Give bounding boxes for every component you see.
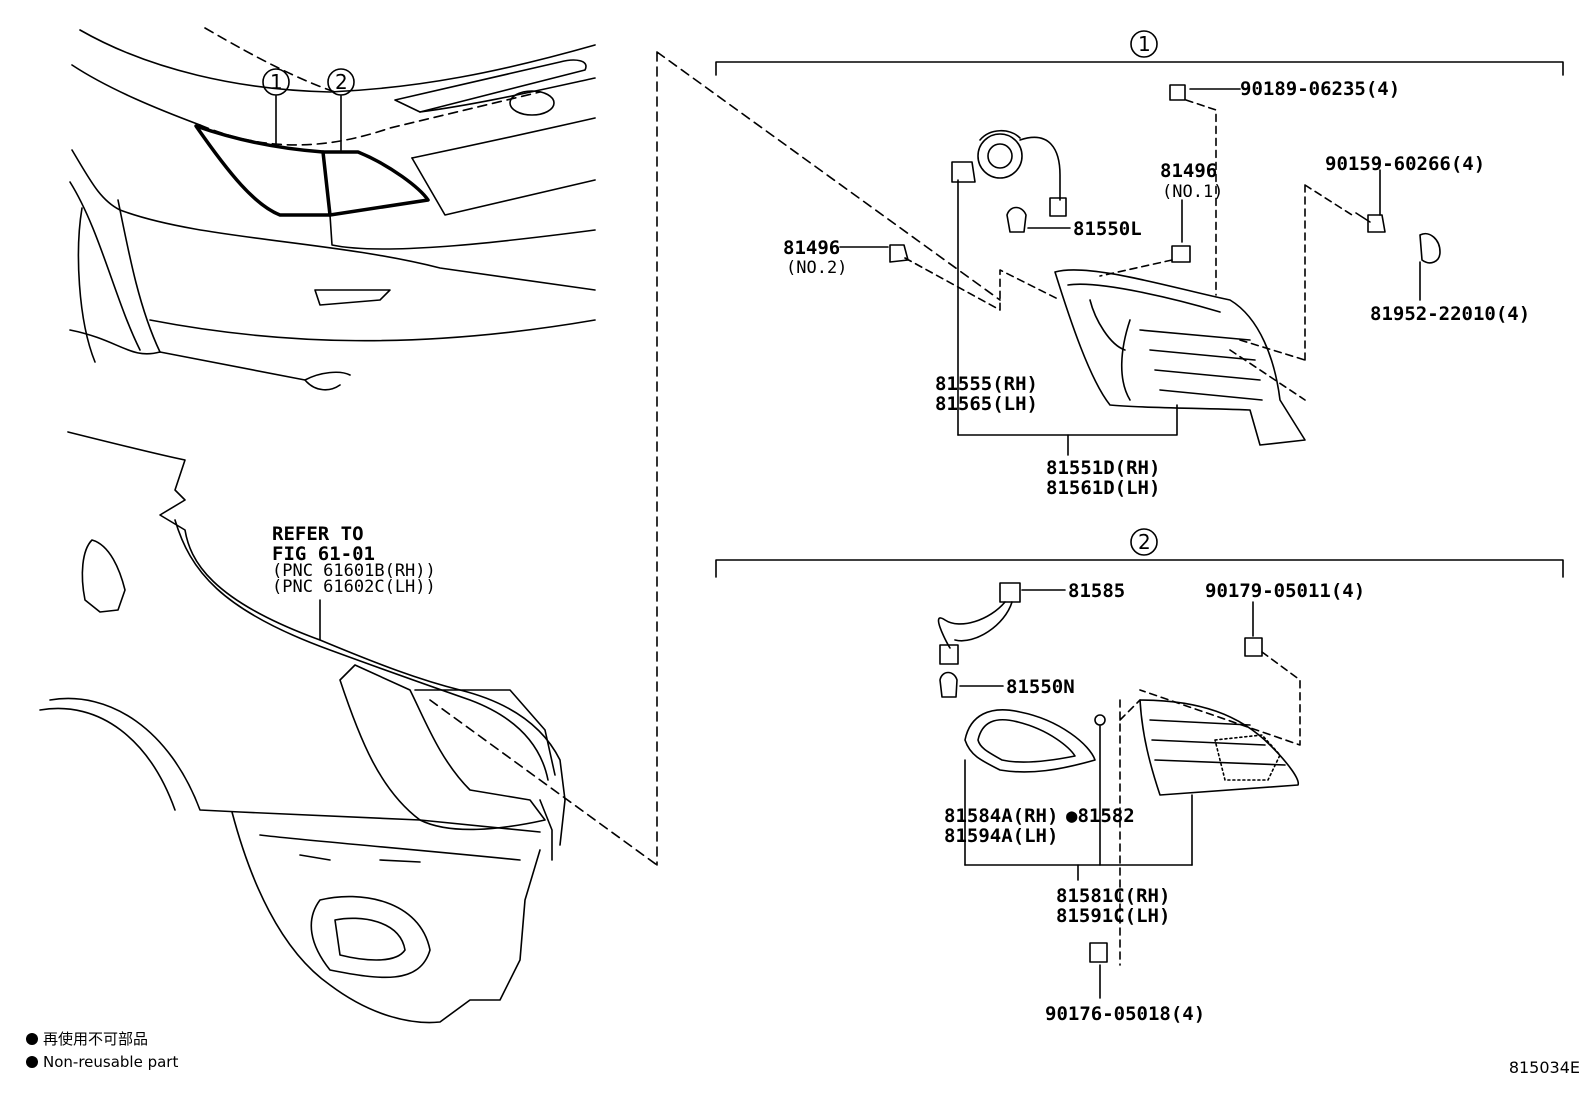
refer-to-line4: (PNC 61602C(LH))	[272, 577, 436, 597]
part-81582: ●81582	[1066, 805, 1135, 827]
car-rear-illustration	[69, 27, 596, 391]
part-81581C-rh: 81581C(RH)	[1056, 885, 1170, 907]
part-81550L: 81550L	[1073, 218, 1142, 240]
part-81565-lh: 81565(LH)	[935, 393, 1038, 415]
figure-id: 815034E	[1508, 1058, 1580, 1077]
legend-jp-text: 再使用不可部品	[43, 1030, 149, 1048]
part-81496-no2-sub: (NO.2)	[786, 258, 847, 278]
part-90179-05011: 90179-05011(4)	[1205, 580, 1365, 602]
part-90189-06235: 90189-06235(4)	[1240, 78, 1400, 100]
bulb-81550L-shape	[1006, 206, 1027, 233]
callout-2-small: 2	[335, 70, 348, 94]
part-81952-22010: 81952-22010(4)	[1370, 303, 1530, 325]
part-81496-no1: 81496	[1160, 160, 1217, 182]
gasket-81584A	[964, 709, 1096, 773]
legend-japanese: 再使用不可部品	[26, 1028, 148, 1049]
part-81585: 81585	[1068, 580, 1125, 602]
callout-1-small: 1	[270, 70, 283, 94]
harness-81585-shape	[937, 582, 1021, 665]
part-90176-05018: 90176-05018(4)	[1045, 1003, 1205, 1025]
part-90159-60266: 90159-60266(4)	[1325, 153, 1485, 175]
bullet-icon	[26, 1056, 38, 1068]
part-81496-no2: 81496	[783, 237, 840, 259]
part-81591C-lh: 81591C(LH)	[1056, 905, 1170, 927]
refer-to-line3: (PNC 61601B(RH))	[272, 561, 436, 581]
rear-combination-lamp	[1054, 269, 1306, 446]
part-81561D-lh: 81561D(LH)	[1046, 477, 1160, 499]
legend-english: Non-reusable part	[26, 1053, 178, 1071]
callout-2-group: 2	[1138, 530, 1151, 554]
part-81496-no1-sub: (NO.1)	[1162, 182, 1223, 202]
part-81594A-lh: 81594A(LH)	[944, 825, 1058, 847]
part-81584A-rh: 81584A(RH)	[944, 805, 1058, 827]
part-81551D-rh: 81551D(RH)	[1046, 457, 1160, 479]
part-81550N: 81550N	[1006, 676, 1075, 698]
socket-assembly-81555	[951, 129, 1067, 217]
back-up-lamp	[1139, 699, 1299, 796]
bullet-icon	[26, 1033, 38, 1045]
part-81555-rh: 81555(RH)	[935, 373, 1038, 395]
quarter-panel-illustration	[39, 431, 566, 1024]
callout-1-group: 1	[1138, 32, 1151, 56]
refer-to-line1: REFER TO	[272, 523, 364, 545]
refer-to-line2: FIG 61-01	[272, 543, 375, 565]
legend-en-text: Non-reusable part	[43, 1053, 179, 1071]
